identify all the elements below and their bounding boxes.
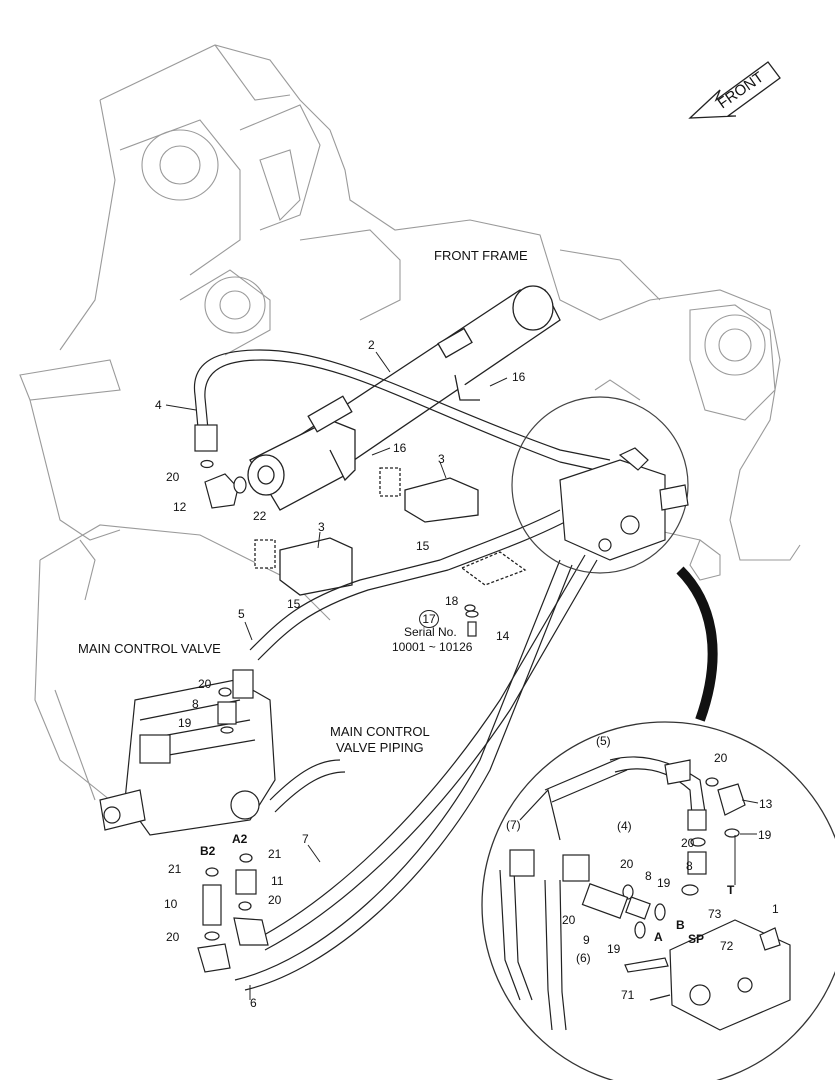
detail-callout-19c: 19 — [607, 942, 621, 956]
callout-3b: 3 — [318, 520, 325, 534]
serial-label: Serial No. — [404, 625, 457, 639]
detail-callout-71: 71 — [621, 988, 635, 1002]
detail-port-t: T — [727, 883, 735, 897]
detail-callout-73: 73 — [708, 907, 722, 921]
detail-callout-19a: 19 — [758, 828, 772, 842]
callout-20d: 20 — [166, 930, 180, 944]
front-frame-title: FRONT FRAME — [434, 248, 528, 263]
upper-valve-block — [511, 396, 689, 574]
callout-6: 6 — [250, 996, 257, 1010]
detail-callout-4: (4) — [617, 819, 632, 833]
main-control-valve — [99, 679, 276, 836]
left-fittings — [194, 424, 479, 973]
callout-3a: 3 — [438, 452, 445, 466]
detail-callout-7: (7) — [506, 818, 521, 832]
callout-20c: 20 — [268, 893, 282, 907]
detail-callout-72: 72 — [720, 939, 734, 953]
detail-callout-5: (5) — [596, 734, 611, 748]
detail-view — [481, 721, 835, 1080]
callout-15b: 15 — [287, 597, 301, 611]
detail-port-a: A — [654, 930, 663, 944]
piping-title-line2: VALVE PIPING — [336, 740, 424, 755]
detail-callout-20b: 20 — [681, 836, 695, 850]
callout-4: 4 — [155, 398, 162, 412]
detail-callout-20a: 20 — [714, 751, 728, 765]
detail-callout-13: 13 — [759, 797, 773, 811]
detail-port-b: B — [676, 918, 685, 932]
callout-16a: 16 — [512, 370, 526, 384]
callout-21a: 21 — [168, 862, 182, 876]
callout-11: 11 — [271, 874, 284, 888]
callout-7: 7 — [302, 832, 309, 846]
callout-22: 22 — [253, 509, 267, 523]
callout-10: 10 — [164, 897, 178, 911]
detail-callout-1: 1 — [772, 902, 779, 916]
callout-18: 18 — [445, 594, 459, 608]
callout-8a: 8 — [192, 697, 199, 711]
callout-16b: 16 — [393, 441, 407, 455]
front-frame-outline — [19, 44, 801, 801]
detail-callout-8b: 8 — [645, 869, 652, 883]
main-control-valve-title: MAIN CONTROL VALVE — [78, 641, 221, 656]
callout-21b: 21 — [268, 847, 282, 861]
detail-callout-20d: 20 — [562, 913, 576, 927]
detail-port-sp: SP — [688, 932, 705, 946]
piping-title-line1: MAIN CONTROL — [330, 724, 430, 739]
callout-17: 17 — [419, 610, 439, 628]
accumulator-cylinders — [247, 285, 561, 511]
callout-2: 2 — [368, 338, 375, 352]
detail-leader — [676, 566, 718, 722]
hose-lines — [193, 349, 611, 991]
callout-19a: 19 — [178, 716, 192, 730]
detail-callout-6: (6) — [576, 951, 591, 965]
detail-callout-20c: 20 — [620, 857, 634, 871]
port-a2: A2 — [232, 832, 248, 846]
port-b2: B2 — [200, 844, 216, 858]
callout-12: 12 — [173, 500, 187, 514]
callout-14: 14 — [496, 629, 510, 643]
bracket-parts — [254, 467, 527, 596]
detail-callout-8a: 8 — [686, 859, 693, 873]
callout-15a: 15 — [416, 539, 430, 553]
detail-callout-9: 9 — [583, 933, 590, 947]
callout-leaders — [165, 351, 759, 1000]
callout-20b: 20 — [198, 677, 212, 691]
front-direction-arrow — [688, 61, 781, 119]
detail-callout-19b: 19 — [657, 876, 671, 890]
serial-range: 10001 ~ 10126 — [392, 640, 473, 654]
callout-20a: 20 — [166, 470, 180, 484]
callout-5: 5 — [238, 607, 245, 621]
